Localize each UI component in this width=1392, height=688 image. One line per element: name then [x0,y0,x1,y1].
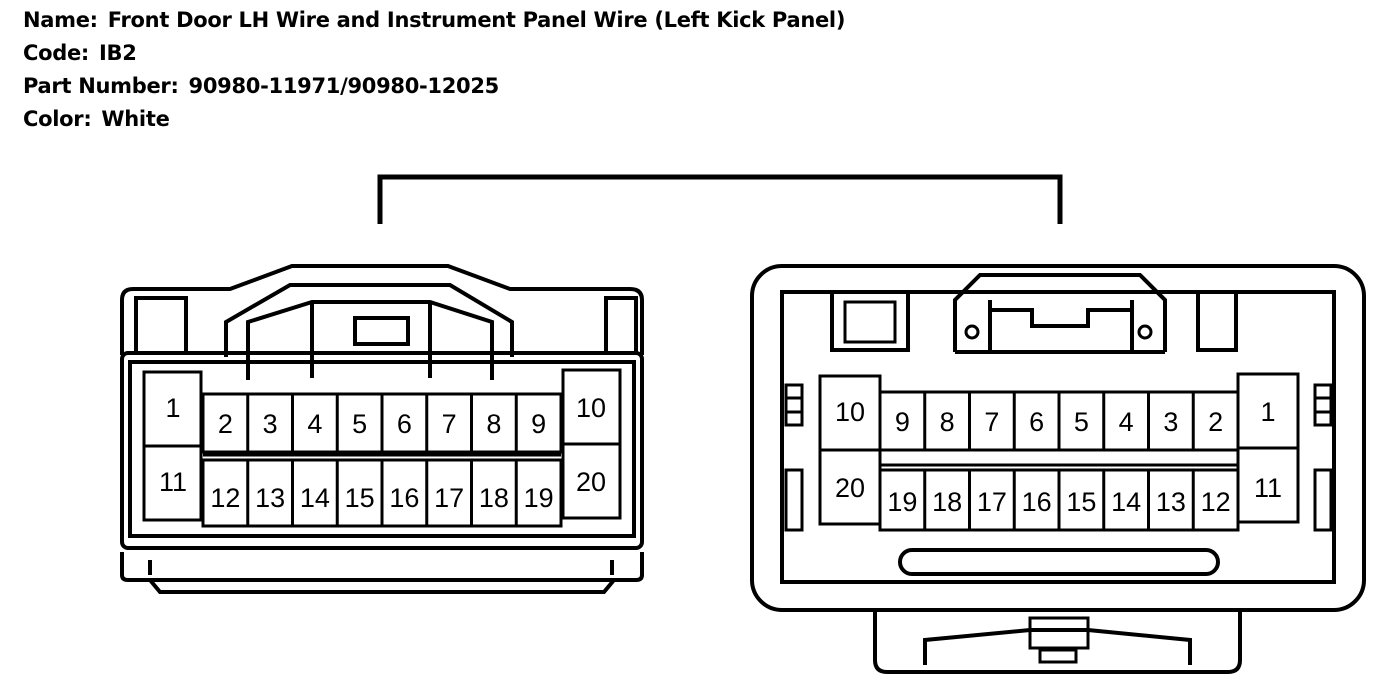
part-number-value: 90980-11971/90980-12025 [188,74,500,98]
right-pin-8: 8 [940,407,955,437]
right-pin-15: 15 [1066,487,1096,517]
left-pin-16: 16 [389,483,419,513]
right-pin-9: 9 [895,407,910,437]
right-pin-2: 2 [1208,407,1223,437]
left-row-dividers [246,394,518,526]
part-number-label: Part Number: [23,74,179,98]
right-pin-17: 17 [977,487,1007,517]
right-pin-10: 10 [835,397,865,427]
left-pin-9: 9 [531,409,546,439]
right-pin-13: 13 [1156,487,1186,517]
left-pin-19: 19 [524,483,554,513]
connector-info: Name: Front Door LH Wire and Instrument P… [23,4,845,136]
left-pin-15: 15 [345,483,375,513]
right-pin-14: 14 [1111,487,1141,517]
right-pin-7: 7 [984,407,999,437]
left-pin-20: 20 [576,467,606,497]
right-row-dividers [923,392,1195,530]
color-row: Color: White [23,103,845,136]
code-label: Code: [23,41,90,65]
right-pin-3: 3 [1163,407,1178,437]
left-pin-7: 7 [442,409,457,439]
right-pin-20: 20 [835,473,865,503]
right-connector-housing [750,264,1366,674]
right-pin-1: 1 [1260,397,1275,427]
left-pin-11: 11 [159,467,187,497]
left-pin-2: 2 [218,409,233,439]
left-pin-14: 14 [300,483,330,513]
left-pin-6: 6 [397,409,412,439]
right-pin-18: 18 [932,487,962,517]
right-pin-6: 6 [1029,407,1044,437]
left-connector-housing [120,264,644,594]
right-pin-16: 16 [1022,487,1052,517]
name-label: Name: [23,8,98,32]
right-pin-5: 5 [1074,407,1089,437]
right-pin-19: 19 [887,487,917,517]
left-pin-3: 3 [263,409,278,439]
left-pin-5: 5 [352,409,367,439]
name-value: Front Door LH Wire and Instrument Panel … [107,8,846,32]
left-pin-1: 1 [165,393,180,423]
right-pin-11: 11 [1254,473,1282,503]
code-row: Code: IB2 [23,37,845,70]
right-pin-12: 12 [1201,487,1231,517]
part-number-row: Part Number: 90980-11971/90980-12025 [23,70,845,103]
color-value: White [101,107,170,131]
left-pin-8: 8 [486,409,501,439]
left-pin-13: 13 [255,483,285,513]
code-value: IB2 [99,41,137,65]
left-pin-10: 10 [576,393,606,423]
left-pin-17: 17 [434,483,464,513]
left-pin-18: 18 [479,483,509,513]
left-pin-4: 4 [307,409,322,439]
name-row: Name: Front Door LH Wire and Instrument P… [23,4,845,37]
mating-bracket [377,174,1063,224]
left-pin-12: 12 [210,483,240,513]
right-pin-4: 4 [1119,407,1134,437]
color-label: Color: [23,107,92,131]
